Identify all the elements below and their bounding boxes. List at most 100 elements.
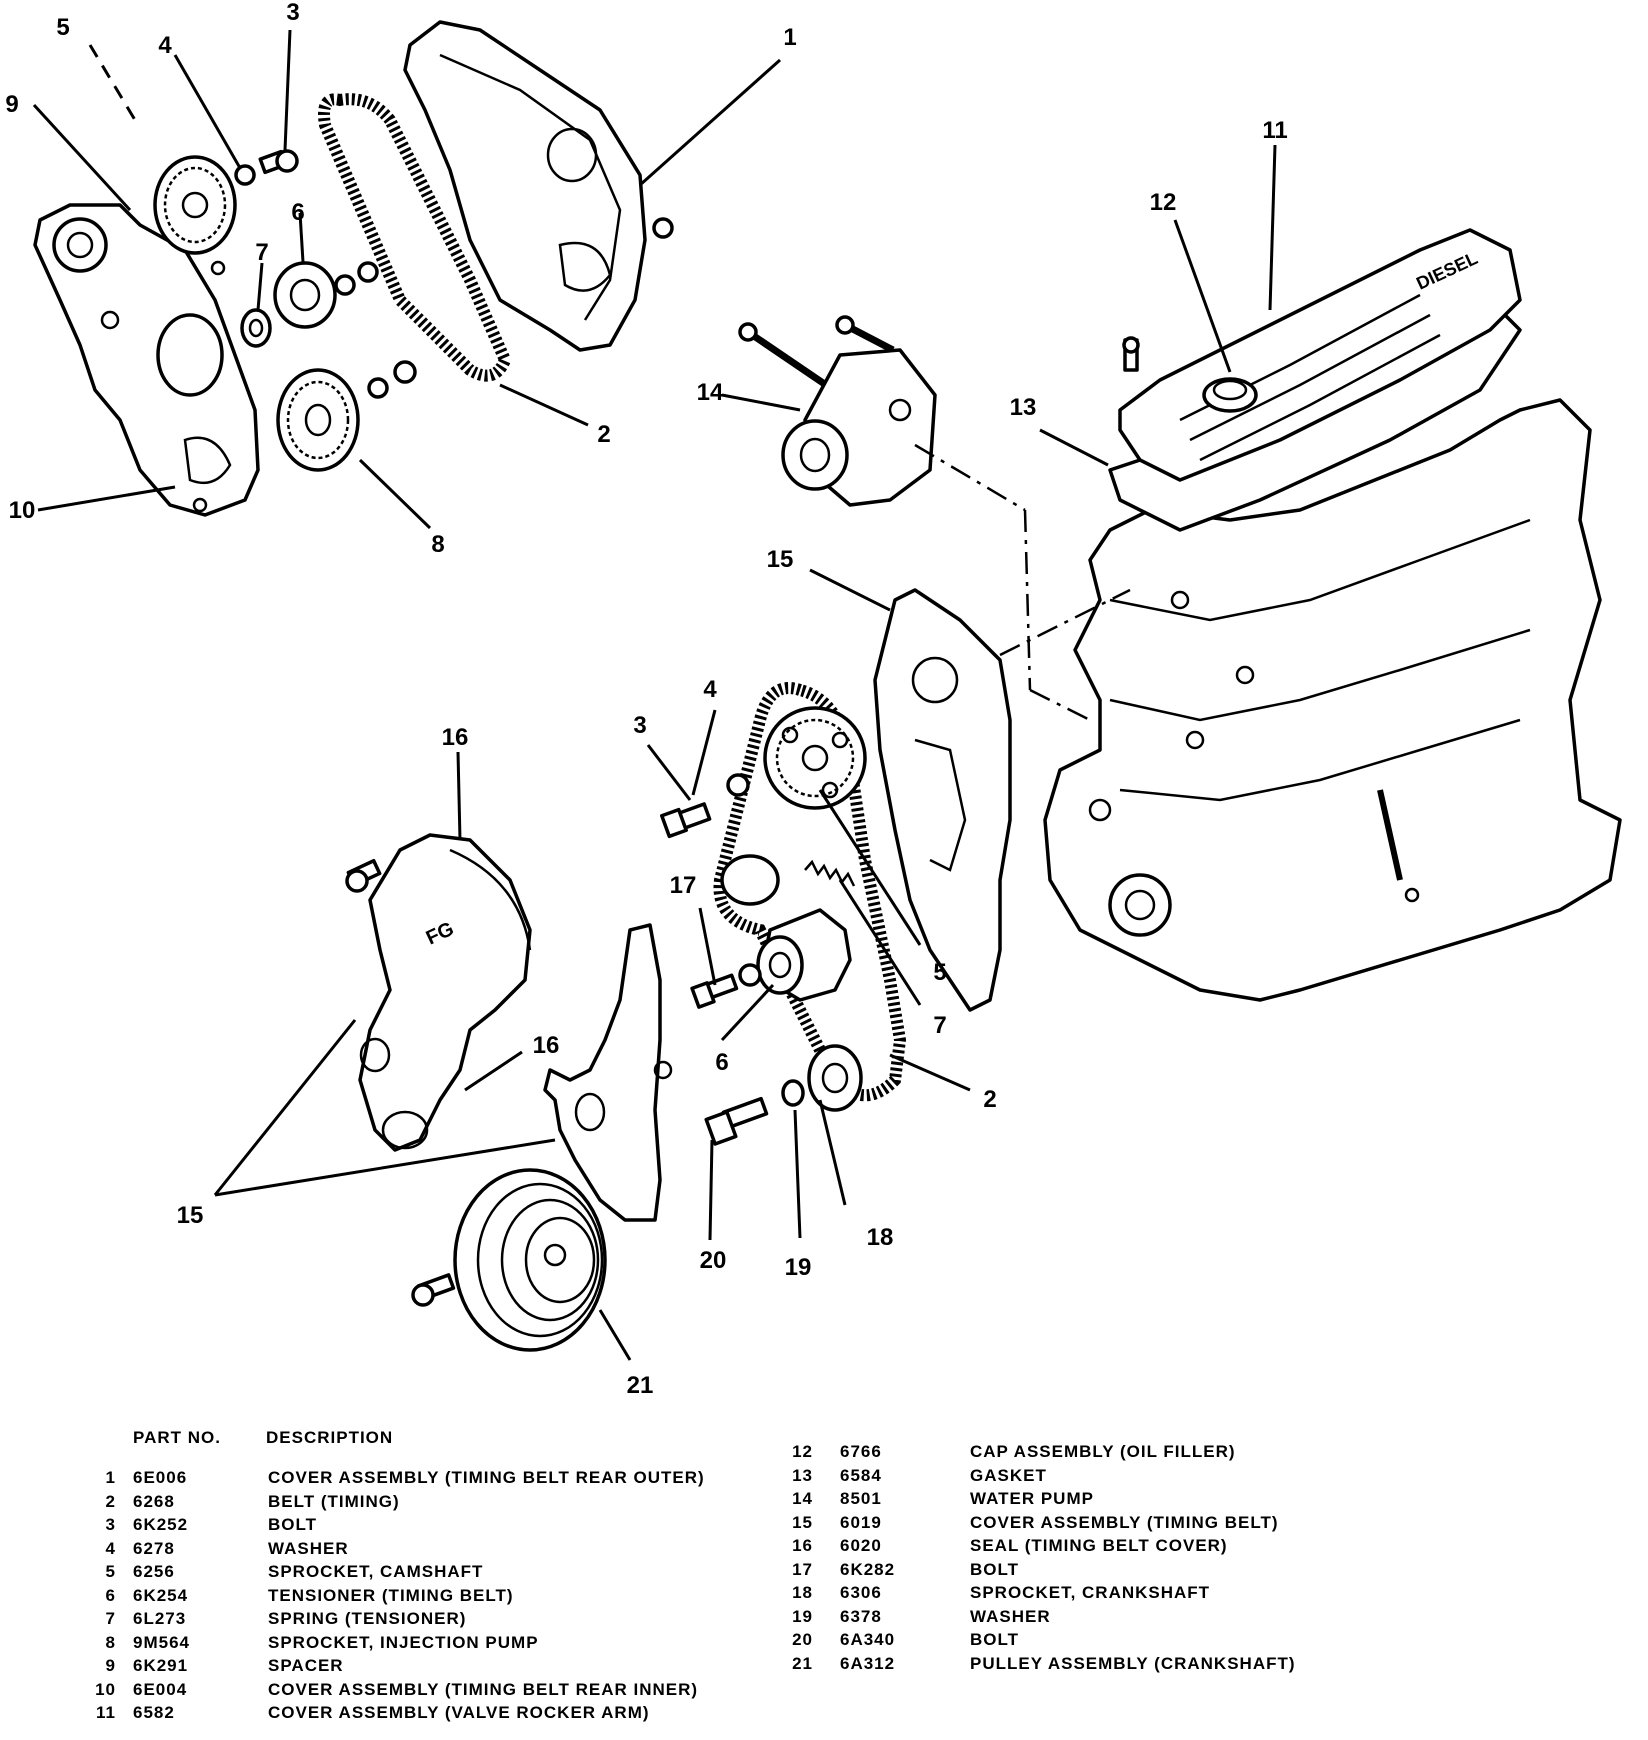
callout-3-lower: 3 [633, 712, 646, 739]
legend-num: 11 [96, 1703, 116, 1722]
camshaft-sprocket-upper [153, 155, 237, 276]
legend-part: 6A340 [840, 1630, 896, 1649]
callout-5-lower: 5 [933, 959, 946, 986]
callout-4: 4 [158, 32, 172, 59]
idler-pulley [720, 854, 780, 906]
legend-num: 12 [792, 1442, 813, 1461]
legend-desc: BOLT [970, 1630, 1020, 1649]
callout-10: 10 [9, 497, 36, 524]
legend-part: 6019 [840, 1512, 882, 1532]
legend-desc: SPRING (TENSIONER) [268, 1609, 467, 1628]
callout-6-lower: 6 [715, 1049, 728, 1076]
legend-part: 9M564 [133, 1632, 190, 1652]
legend-desc: BOLT [970, 1559, 1020, 1579]
legend-part: 6K252 [133, 1515, 189, 1534]
legend-left-column: 1 6E006 COVER ASSEMBLY (TIMING BELT REAR O… [0, 1468, 780, 1727]
engine-block [1043, 398, 1622, 1002]
legend-header-part-no: PART NO. [133, 1428, 221, 1447]
injection-pump-sprocket [276, 360, 417, 472]
legend-part: 6020 [840, 1536, 882, 1555]
legend-part: 6K254 [133, 1585, 189, 1605]
legend-part: 6766 [840, 1442, 882, 1461]
callout-15-lower: 15 [177, 1202, 204, 1229]
legend-desc: SPACER [268, 1656, 344, 1675]
rocker-cover-bolt [1122, 336, 1140, 372]
legend-desc: WATER PUMP [970, 1489, 1094, 1508]
callout-9: 9 [5, 91, 18, 118]
exploded-view-diagram: DIESEL [5, 0, 1622, 1399]
valve-rocker-arm-cover: DIESEL [1118, 228, 1522, 482]
callout-11: 11 [1262, 117, 1287, 144]
callout-4-lower: 4 [703, 676, 717, 703]
legend-part: 6E006 [133, 1468, 188, 1487]
legend-part: 6K282 [840, 1559, 896, 1579]
callout-6: 6 [291, 199, 304, 226]
legend-desc: BOLT [268, 1515, 318, 1534]
legend-desc: COVER ASSEMBLY (TIMING BELT) [970, 1512, 1279, 1532]
callout-12: 12 [1150, 189, 1177, 216]
legend-num: 18 [792, 1583, 813, 1602]
callout-1: 1 [783, 24, 796, 51]
legend-num: 20 [792, 1630, 813, 1649]
legend-num: 15 [792, 1512, 813, 1532]
legend-part: 6584 [840, 1465, 882, 1485]
legend-part: 6278 [133, 1538, 175, 1558]
alignment-line-vertical [1023, 509, 1032, 691]
legend-desc: COVER ASSEMBLY (VALVE ROCKER ARM) [268, 1703, 650, 1722]
alignment-line-diag [1029, 688, 1091, 722]
legend-part: 6268 [133, 1491, 175, 1511]
legend-part: 6582 [133, 1703, 175, 1722]
legend-desc: WASHER [268, 1538, 349, 1558]
legend-num: 1 [105, 1468, 116, 1487]
alignment-line-cover [999, 588, 1131, 657]
legend-num: 16 [792, 1536, 813, 1555]
callout-8: 8 [431, 531, 444, 558]
legend-desc: COVER ASSEMBLY (TIMING BELT REAR INNER) [268, 1679, 699, 1699]
crankshaft-sprocket [807, 1044, 863, 1112]
rear-outer-cover [403, 20, 674, 352]
legend-num: 6 [105, 1585, 116, 1605]
callout-3: 3 [286, 0, 299, 26]
legend-row: 11 6582 COVER ASSEMBLY (VALVE ROCKER ARM) [0, 1703, 780, 1727]
alignment-line-pump [914, 443, 1026, 512]
callout-17: 17 [670, 872, 697, 899]
legend-num: 7 [105, 1609, 116, 1628]
legend-desc: SPROCKET, INJECTION PUMP [268, 1632, 539, 1652]
bolt-washer-lower [660, 773, 805, 1146]
tensioner-lower [756, 908, 852, 1002]
timing-belt-cover-rear [873, 588, 1012, 1012]
legend-num: 5 [105, 1562, 116, 1581]
crankshaft-pulley [411, 1168, 607, 1352]
callout-15: 15 [767, 546, 794, 573]
legend-row: 15 6019 COVER ASSEMBLY (TIMING BELT) [780, 1513, 1640, 1537]
legend-desc: BELT (TIMING) [268, 1491, 400, 1511]
tensioner-spring [804, 859, 856, 887]
washer-bolt-upper [234, 149, 299, 186]
tensioner-upper [273, 261, 379, 329]
callout-7-lower: 7 [933, 1012, 946, 1039]
callouts: 1 2 3 4 5 6 7 8 9 10 11 12 13 14 15 2 3 … [5, 0, 1287, 1399]
callout-19: 19 [785, 1254, 812, 1281]
legend-desc: SEAL (TIMING BELT COVER) [970, 1536, 1228, 1555]
legend-desc: COVER ASSEMBLY (TIMING BELT REAR OUTER) [268, 1468, 705, 1487]
water-pump [738, 315, 937, 507]
callout-21: 21 [627, 1372, 654, 1399]
legend-desc: CAP ASSEMBLY (OIL FILLER) [970, 1442, 1236, 1461]
callout-20: 20 [700, 1247, 727, 1274]
legend-row: 12 6766 CAP ASSEMBLY (OIL FILLER) [780, 1442, 1640, 1466]
legend-desc: WASHER [970, 1606, 1051, 1626]
legend-num: 4 [105, 1538, 116, 1558]
legend-desc: SPROCKET, CAMSHAFT [268, 1562, 484, 1581]
